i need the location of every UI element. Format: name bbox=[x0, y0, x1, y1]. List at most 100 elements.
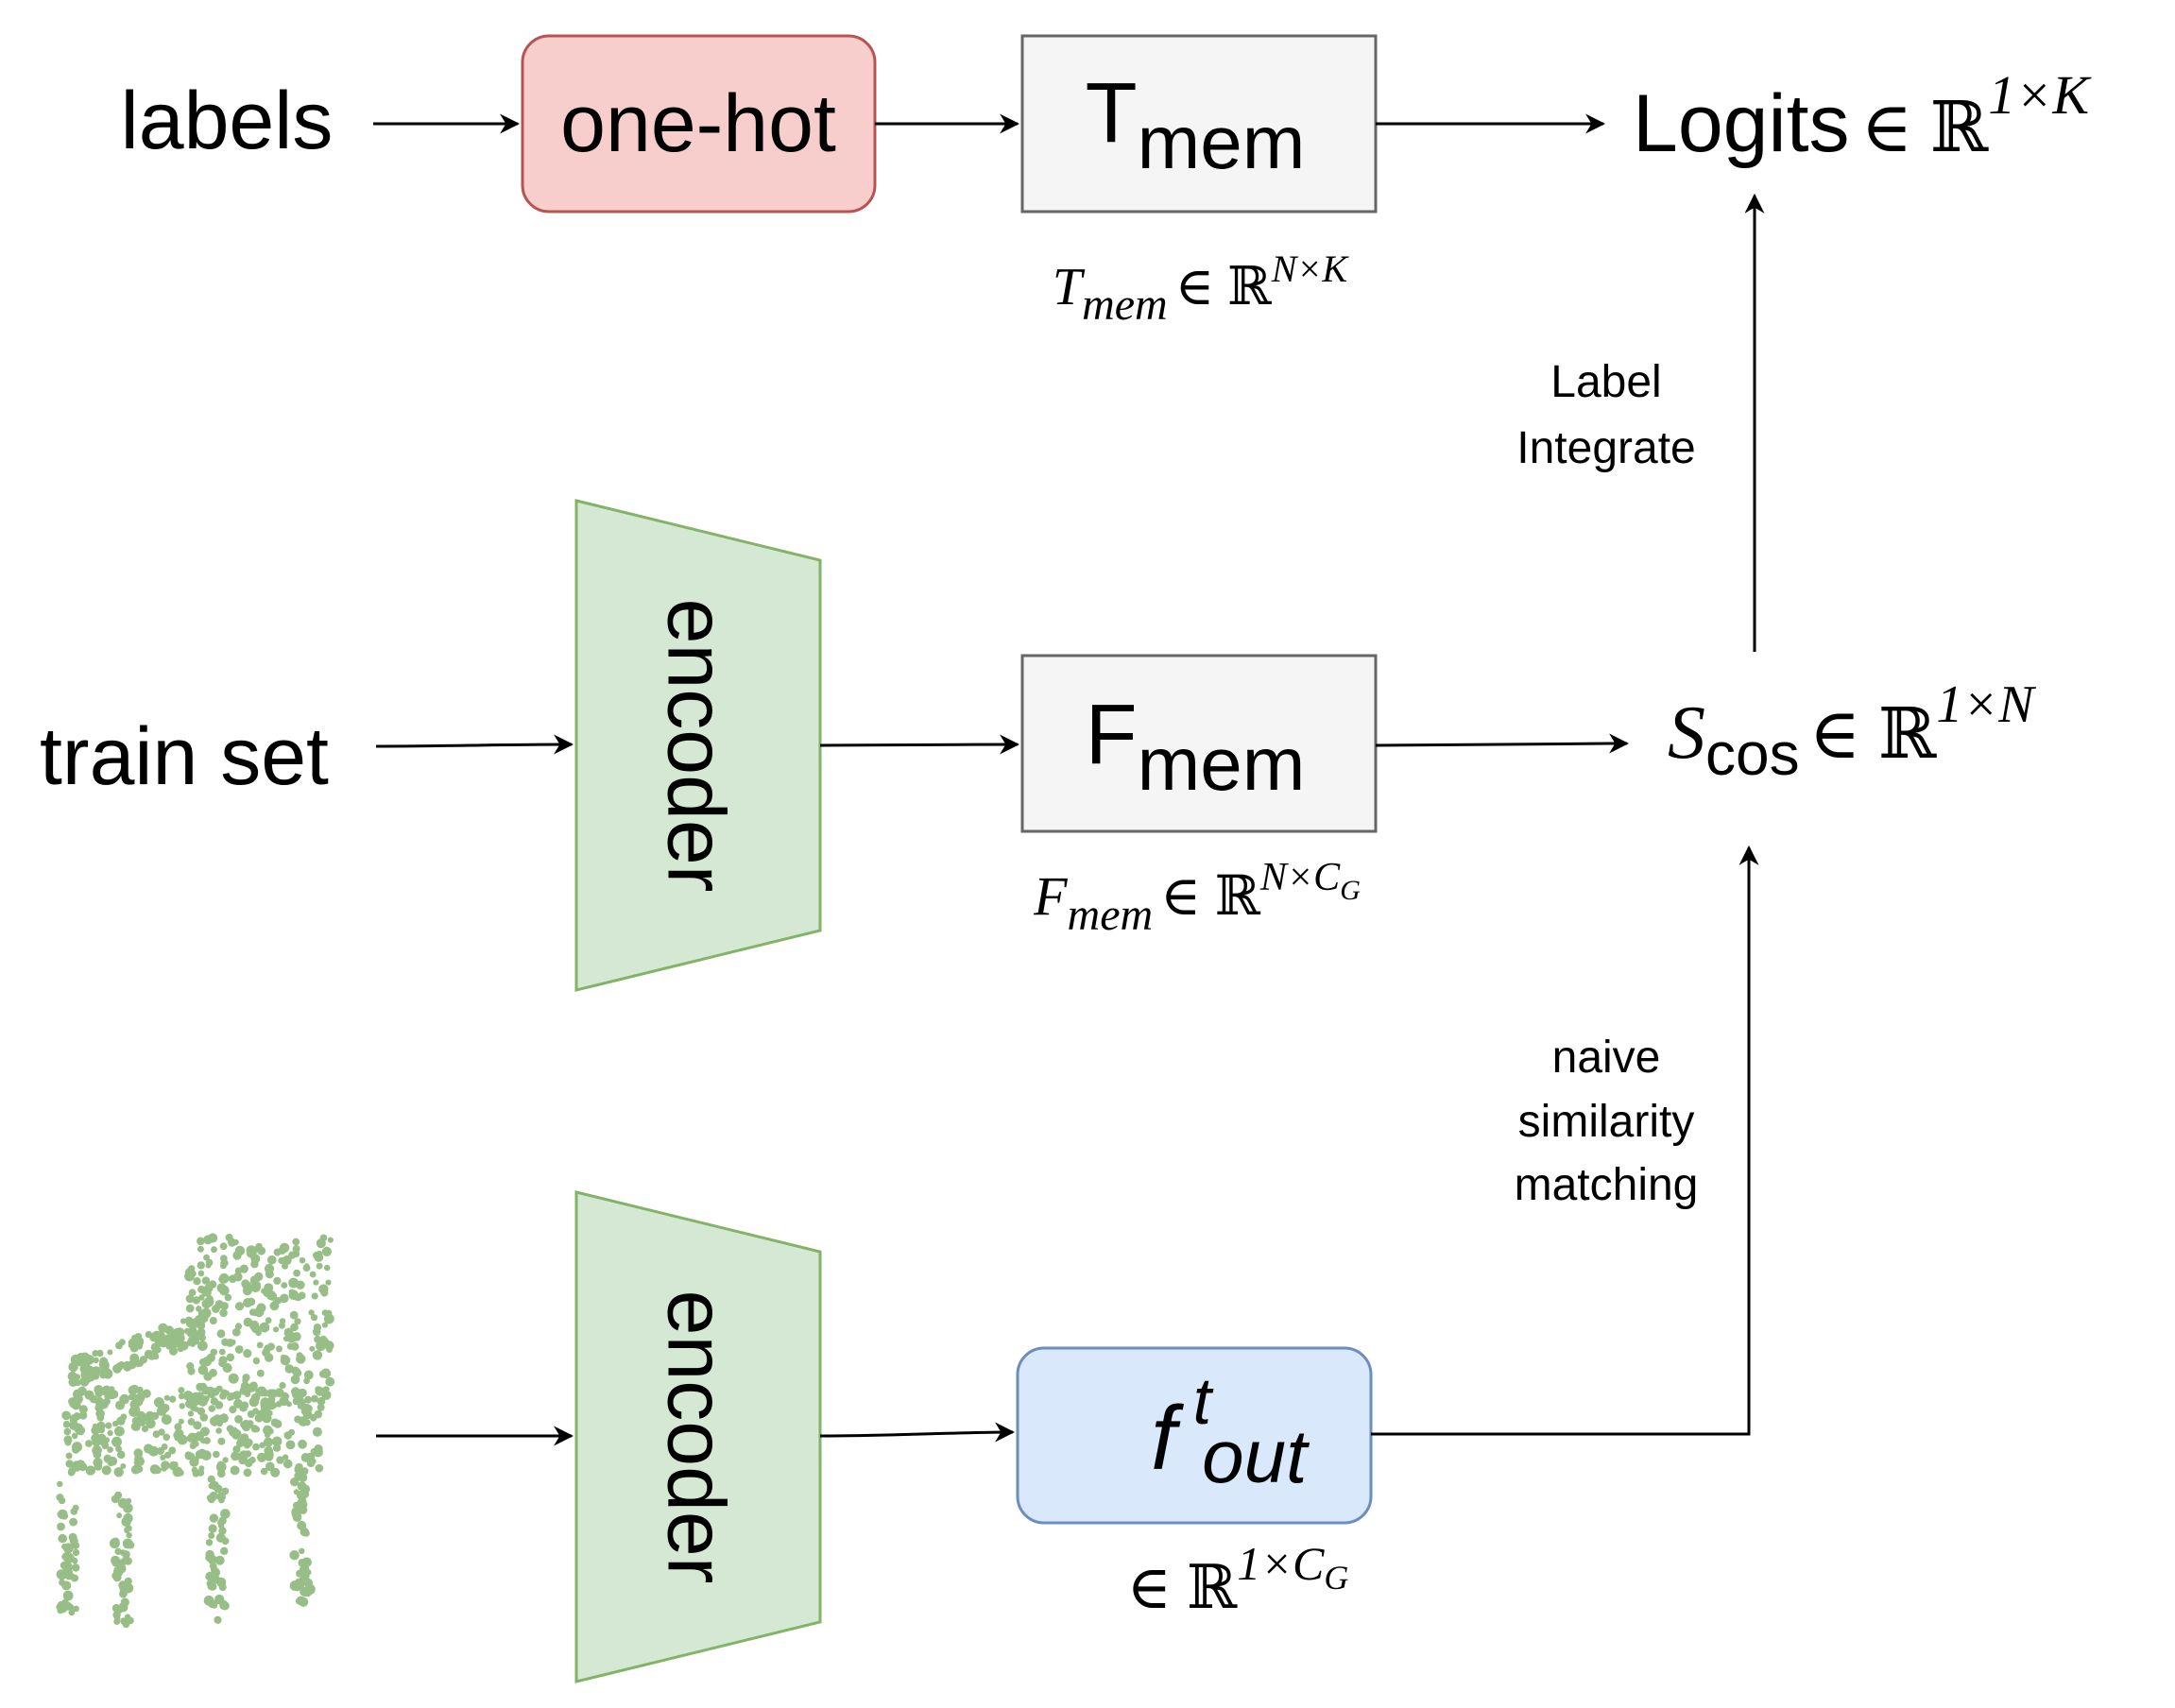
point-cloud-dot bbox=[103, 1454, 112, 1463]
point-cloud-dot bbox=[174, 1428, 184, 1439]
point-cloud-dot bbox=[71, 1432, 78, 1440]
fmem-dim-sup: N×C bbox=[1259, 856, 1341, 899]
point-cloud-dot bbox=[153, 1397, 164, 1408]
point-cloud-dot bbox=[200, 1450, 212, 1460]
point-cloud-dot bbox=[172, 1327, 182, 1337]
arrow-trainset-to-encoder bbox=[375, 734, 574, 755]
point-cloud-dot bbox=[116, 1512, 123, 1519]
point-cloud-dot bbox=[205, 1554, 214, 1562]
point-cloud-dot bbox=[222, 1362, 232, 1374]
point-cloud-dot bbox=[244, 1391, 251, 1397]
point-cloud-dot bbox=[73, 1393, 83, 1405]
point-cloud-dot bbox=[128, 1361, 137, 1369]
point-cloud-dot bbox=[193, 1421, 202, 1430]
point-cloud-dot bbox=[325, 1376, 335, 1387]
point-cloud-dot bbox=[94, 1390, 103, 1398]
point-cloud-dot bbox=[309, 1271, 317, 1278]
arrow-fmem-to-scos bbox=[1375, 733, 1630, 754]
point-cloud-dot bbox=[251, 1324, 261, 1334]
point-cloud-dot bbox=[259, 1322, 270, 1333]
point-cloud-dot bbox=[313, 1279, 319, 1286]
point-cloud-dot bbox=[99, 1357, 108, 1364]
point-cloud-dot bbox=[98, 1438, 106, 1445]
point-cloud-dot bbox=[59, 1579, 66, 1586]
point-cloud-dot bbox=[87, 1355, 94, 1362]
point-cloud-dot bbox=[257, 1387, 265, 1395]
point-cloud-dot bbox=[293, 1269, 300, 1277]
scos-main: S bbox=[1668, 692, 1705, 775]
point-cloud-dot bbox=[199, 1358, 207, 1366]
point-cloud-dot bbox=[124, 1577, 132, 1585]
point-cloud-dot bbox=[93, 1357, 99, 1364]
point-cloud-dot bbox=[292, 1238, 300, 1246]
point-cloud-dot bbox=[57, 1511, 64, 1518]
point-cloud-dot bbox=[179, 1403, 185, 1409]
point-cloud-dot bbox=[78, 1411, 88, 1420]
point-cloud-dot bbox=[256, 1303, 266, 1313]
point-cloud-dot bbox=[225, 1233, 233, 1242]
point-cloud-dot bbox=[101, 1385, 111, 1395]
tmem-box bbox=[1020, 34, 1378, 214]
point-cloud-dot bbox=[298, 1439, 307, 1449]
point-cloud-dot bbox=[267, 1255, 277, 1265]
point-cloud-dot bbox=[282, 1255, 292, 1266]
point-cloud-dot bbox=[92, 1350, 99, 1357]
point-cloud-dot bbox=[184, 1451, 193, 1460]
point-cloud-dot bbox=[206, 1494, 214, 1501]
point-cloud-dot bbox=[56, 1494, 64, 1502]
point-cloud-dot bbox=[234, 1302, 245, 1311]
point-cloud-dot bbox=[293, 1501, 300, 1510]
point-cloud-dot bbox=[260, 1467, 268, 1476]
point-cloud-dot bbox=[115, 1362, 124, 1371]
point-cloud-dot bbox=[291, 1507, 302, 1518]
logits-word: Logits bbox=[1633, 78, 1850, 169]
point-cloud-dot bbox=[203, 1254, 210, 1261]
point-cloud-dot bbox=[203, 1235, 214, 1245]
point-cloud-dot bbox=[256, 1369, 265, 1377]
point-cloud-dot bbox=[209, 1513, 219, 1523]
point-cloud-dot bbox=[243, 1349, 252, 1358]
scos-output: Scos∈ ℝ1×N bbox=[1668, 675, 2036, 788]
point-cloud-dot bbox=[231, 1327, 241, 1337]
point-cloud-dot bbox=[189, 1332, 200, 1342]
point-cloud-dot bbox=[170, 1346, 177, 1354]
point-cloud-dot bbox=[234, 1415, 243, 1424]
point-cloud-dot bbox=[150, 1342, 161, 1353]
point-cloud-dot bbox=[312, 1426, 322, 1437]
encoder-bottom-label: encoder bbox=[650, 1290, 741, 1584]
scos-sub: cos bbox=[1705, 720, 1800, 788]
point-cloud-dot bbox=[188, 1319, 196, 1326]
point-cloud-dot bbox=[128, 1392, 137, 1401]
point-cloud-dot bbox=[199, 1382, 207, 1390]
point-cloud-dot bbox=[323, 1313, 334, 1324]
point-cloud-dot bbox=[61, 1410, 71, 1421]
point-cloud-dot bbox=[302, 1264, 311, 1272]
point-cloud-dot bbox=[203, 1437, 211, 1444]
point-cloud-dot bbox=[274, 1388, 284, 1398]
point-cloud-dot bbox=[292, 1368, 302, 1378]
point-cloud-dot bbox=[219, 1308, 228, 1318]
point-cloud-dot bbox=[197, 1341, 208, 1351]
point-cloud-dot bbox=[264, 1263, 275, 1274]
encoder-top-shape bbox=[574, 499, 822, 992]
encoder-top-label: encoder bbox=[650, 599, 741, 893]
point-cloud-dot bbox=[195, 1450, 204, 1459]
point-cloud-dot bbox=[294, 1471, 304, 1481]
point-cloud-dot bbox=[279, 1242, 290, 1254]
point-cloud-dot bbox=[316, 1262, 323, 1270]
fmem-dim-sub: mem bbox=[1068, 890, 1154, 940]
fmem-dim-space: ∈ ℝ bbox=[1160, 865, 1260, 927]
point-cloud-dot bbox=[220, 1509, 231, 1519]
point-cloud-dot bbox=[72, 1445, 80, 1454]
point-cloud-dot bbox=[136, 1359, 144, 1367]
point-cloud-dot bbox=[114, 1605, 124, 1614]
point-cloud-dot bbox=[111, 1560, 119, 1567]
logits-output: Logits∈ ℝ1×K bbox=[1633, 64, 2092, 169]
point-cloud-dot bbox=[296, 1280, 305, 1290]
point-cloud-dot bbox=[265, 1317, 272, 1324]
point-cloud-dot bbox=[172, 1466, 183, 1477]
point-cloud-dot bbox=[185, 1304, 195, 1313]
point-cloud-dot bbox=[208, 1524, 217, 1533]
point-cloud-dot bbox=[221, 1487, 230, 1495]
point-cloud-dot bbox=[214, 1555, 225, 1565]
